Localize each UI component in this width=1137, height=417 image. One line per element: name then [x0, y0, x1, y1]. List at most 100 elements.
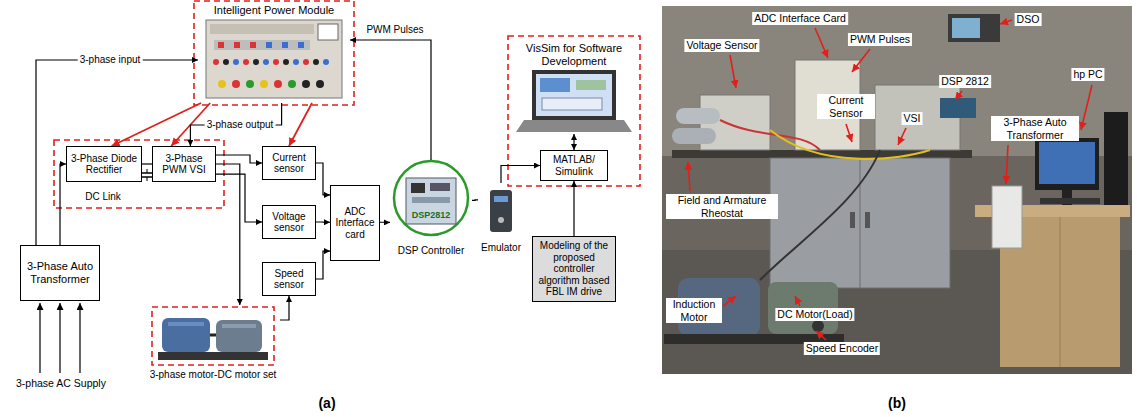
- power-module-illustration: [246, 80, 254, 88]
- capacitor-symbol: [147, 177, 148, 181]
- lab-photo: [662, 6, 1132, 374]
- photo-label: Field and Armature Rheostat: [666, 194, 778, 219]
- laptop-illustration: [576, 80, 606, 90]
- laptop-illustration: [516, 120, 632, 132]
- connector: [501, 166, 540, 184]
- motor-set-picture: 3-phase motor-DC motor set: [146, 305, 280, 380]
- lab-photo: [720, 120, 820, 150]
- panel-label: (a): [318, 395, 335, 412]
- sensor-box: Current sensor: [262, 146, 316, 180]
- photo-label: ADC Interface Card: [752, 12, 848, 25]
- capacitor-symbol: [142, 169, 152, 181]
- power-module-illustration: [303, 59, 309, 65]
- lab-photo: [770, 158, 950, 288]
- lab-photo: [948, 14, 1000, 42]
- laptop-picture: VisSim for Software Development: [515, 42, 633, 134]
- node-text: DSP Controller: [390, 245, 472, 257]
- interface-box: ADC Interface card: [330, 185, 380, 261]
- connector: [380, 222, 390, 223]
- leader-arrow: [688, 162, 690, 191]
- power-module-illustration: [298, 42, 304, 48]
- laptop-illustration: [536, 74, 612, 116]
- lab-photo: [760, 150, 880, 280]
- connector: [316, 163, 330, 195]
- power-module-illustration: [218, 80, 226, 88]
- photo-label: Voltage Sensor: [684, 39, 759, 52]
- dashed-region: [508, 36, 640, 186]
- leader-arrow: [815, 28, 828, 58]
- power-module-illustration: [302, 80, 310, 88]
- power-module-illustration: [218, 42, 224, 48]
- motor-set-illustration: [216, 320, 262, 352]
- leader-arrow: [1006, 145, 1008, 184]
- leader-arrow: [688, 20, 1092, 340]
- dashed-region: [152, 307, 274, 365]
- lab-photo: [662, 6, 1132, 374]
- node-text: 3-Phase Auto Transformer: [24, 260, 96, 285]
- power-module-illustration: [210, 24, 314, 34]
- photo-label: PWM Pulses: [848, 33, 912, 46]
- sensor-box: Speed sensor: [262, 262, 316, 296]
- connector: [216, 155, 262, 163]
- power-module-illustration: [206, 20, 342, 98]
- transformer-box: 3-Phase Auto Transformer: [20, 245, 100, 301]
- power-module-illustration: [250, 42, 256, 48]
- connector: [316, 251, 330, 279]
- lab-photo: [940, 98, 976, 118]
- dsp-board-picture: DSP2812DSP Controller: [390, 160, 472, 256]
- power-module-illustration: [213, 59, 219, 65]
- dashed-region: [54, 140, 224, 208]
- dsp-board-illustration: [394, 161, 468, 235]
- leader-arrow: [955, 91, 962, 100]
- connector: [573, 181, 574, 236]
- connector: [142, 163, 152, 164]
- power-module-illustration: [232, 80, 240, 88]
- photo-label: Induction Motor: [666, 298, 722, 323]
- motor-set-illustration: [168, 322, 204, 326]
- supply-label: 3-phase AC Supply: [16, 377, 106, 390]
- lab-photo: [860, 158, 861, 288]
- node-text: Emulator: [478, 242, 524, 254]
- connector: [216, 174, 262, 222]
- motor-set-illustration: [158, 352, 268, 360]
- board-marking: DSP2812: [390, 210, 472, 220]
- photo-label: DSP 2812: [939, 75, 991, 88]
- power-module-illustration: [234, 42, 240, 48]
- edge-label: 3-phase output: [205, 119, 276, 131]
- connector-group: [36, 40, 574, 320]
- laptop-illustration: [540, 78, 570, 92]
- motor-set-illustration: [210, 334, 216, 337]
- edge-label: 3-phase input: [78, 54, 143, 66]
- lab-photo: [952, 18, 980, 38]
- power-module-illustration: [283, 59, 289, 65]
- power-module-illustration: [293, 59, 299, 65]
- node-text: Speed sensor: [266, 268, 312, 291]
- panel-label: (b): [888, 395, 906, 412]
- dashed-region: [54, 1, 640, 365]
- lab-photo: [1040, 198, 1100, 204]
- power-module-illustration: [316, 80, 324, 88]
- node-text: ADC Interface card: [334, 206, 376, 241]
- emulator-illustration: [490, 190, 512, 232]
- connector: [472, 199, 478, 201]
- power-module-illustration: [263, 59, 269, 65]
- photo-label: Current Sensor: [817, 94, 875, 119]
- dashed-region: [194, 1, 354, 105]
- node-text: MATLAB/ Simulink: [544, 154, 604, 177]
- connector: [573, 134, 574, 150]
- lab-photo: [992, 186, 1022, 248]
- motor-set-illustration: [158, 318, 268, 360]
- supply-arrow: [40, 303, 80, 373]
- software-box: MATLAB/ Simulink: [540, 150, 608, 181]
- connector: [350, 40, 431, 160]
- power-module-illustration: [253, 59, 259, 65]
- node-text: 3-Phase Diode Rectifier: [70, 153, 138, 176]
- dsp-board-illustration: [411, 183, 425, 193]
- leader-arrow: [723, 296, 736, 306]
- node-text: VisSim for Software Development: [515, 42, 633, 67]
- leader-arrow: [795, 296, 800, 306]
- leader-arrow: [898, 128, 906, 145]
- photo-label: 3-Phase Auto Transformer: [991, 116, 1079, 141]
- power-module-illustration: [274, 80, 282, 88]
- leader-arrow: [730, 55, 736, 88]
